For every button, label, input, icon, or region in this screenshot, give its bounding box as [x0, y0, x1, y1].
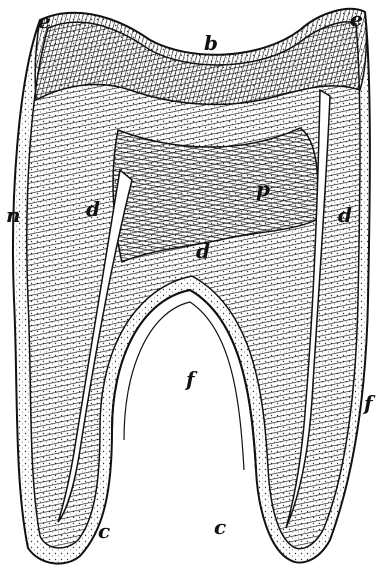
label-cement-right: f [362, 391, 376, 415]
label-crown: b [204, 31, 218, 55]
label-root-tip-right: c [214, 515, 226, 539]
label-dentine-right: d [338, 203, 352, 227]
label-enamel-left: e [38, 9, 51, 33]
label-pulp: p [256, 177, 270, 201]
label-root-tip-left: c [98, 519, 110, 543]
label-dentine-center: d [196, 239, 210, 263]
label-enamel-right: e [350, 7, 363, 31]
label-cement-left: f [184, 367, 198, 391]
label-nerve: n [6, 203, 21, 227]
label-dentine-left: d [86, 197, 100, 221]
